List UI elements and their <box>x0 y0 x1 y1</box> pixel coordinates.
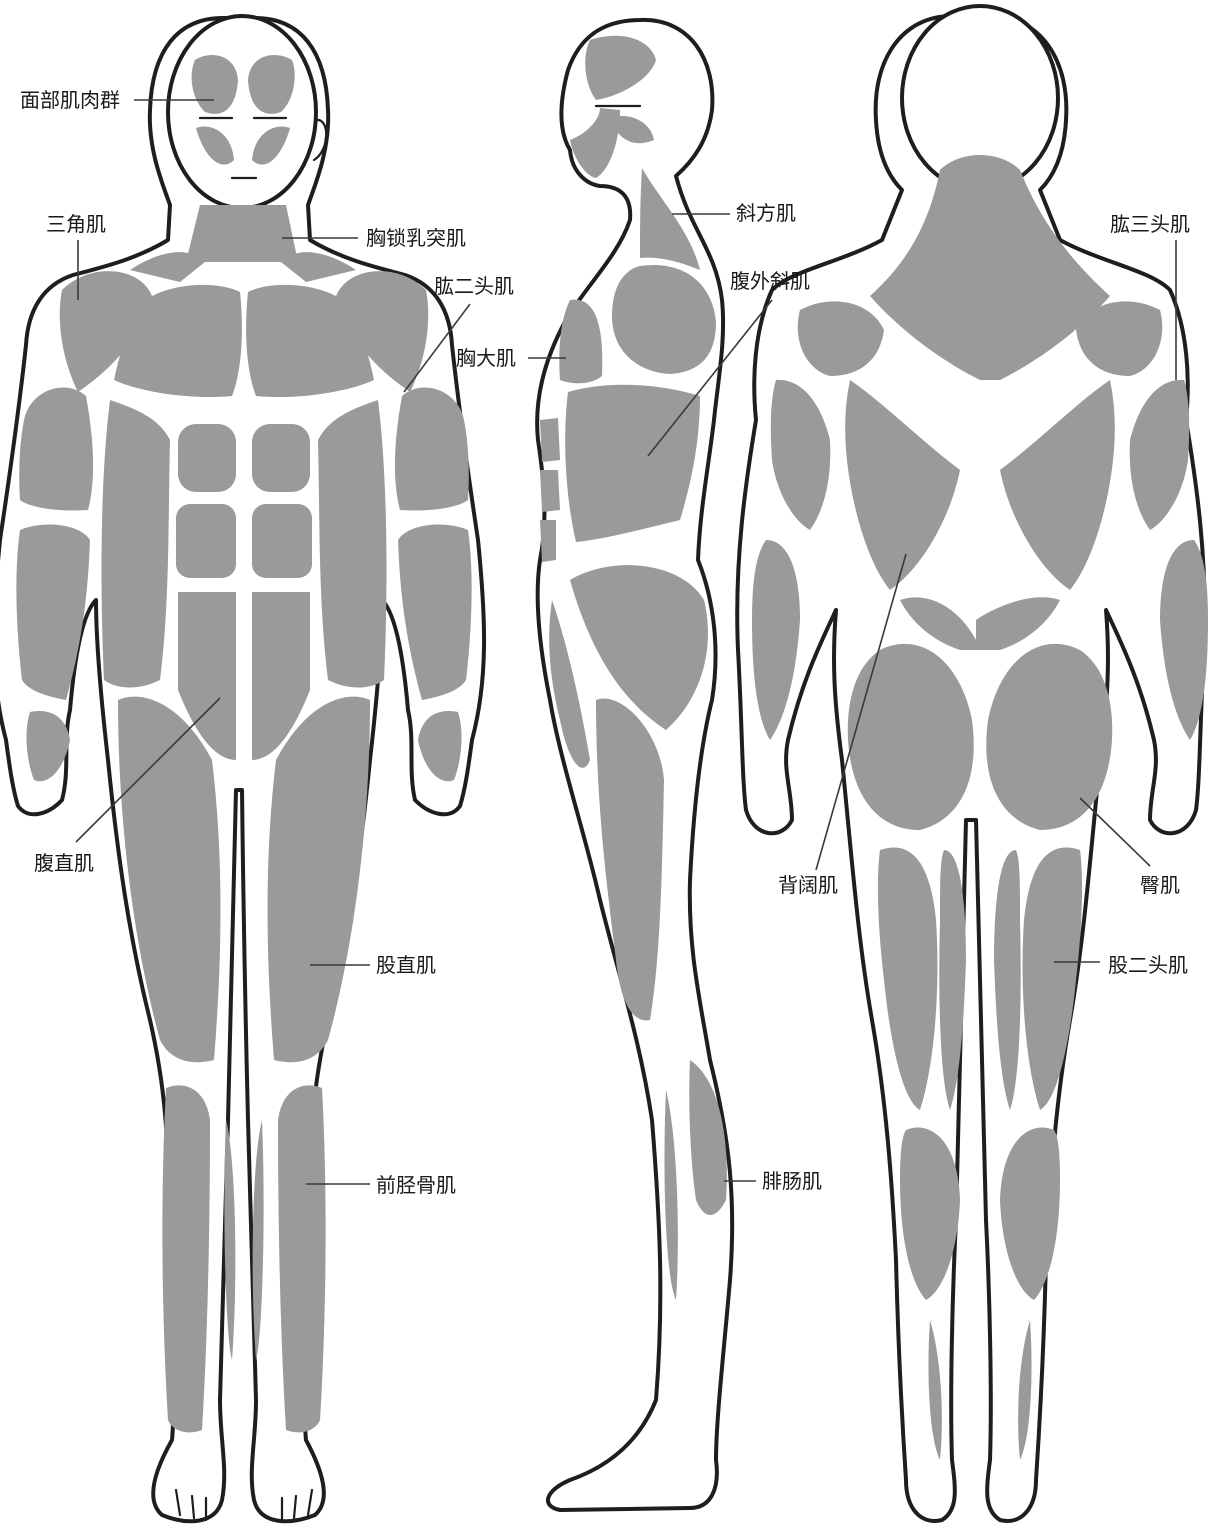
front-neck <box>186 205 298 262</box>
front-upperarm-left <box>19 388 93 511</box>
label-external-oblique: 腹外斜肌 <box>730 269 810 293</box>
front-forearm-left <box>16 525 90 700</box>
label-rectus-femoris: 股直肌 <box>376 953 436 977</box>
front-oblique-right <box>318 400 386 688</box>
side-calf <box>689 1060 727 1215</box>
label-tibialis-anterior: 前胫骨肌 <box>376 1173 456 1197</box>
front-upperarm-right <box>395 388 469 511</box>
label-biceps: 肱二头肌 <box>434 274 514 298</box>
front-thigh-right <box>268 697 371 1063</box>
label-deltoid: 三角肌 <box>46 212 106 236</box>
back-hamstring-left-inner <box>939 850 966 1110</box>
front-head <box>168 16 316 208</box>
label-gluteus: 臀肌 <box>1140 873 1180 897</box>
label-latissimus: 背阔肌 <box>778 873 838 897</box>
front-shin-right <box>278 1085 326 1432</box>
label-pectoralis: 胸大肌 <box>456 346 516 370</box>
label-triceps: 肱三头肌 <box>1110 212 1190 236</box>
front-oblique-left <box>102 400 170 688</box>
back-hamstring-right <box>1023 848 1083 1110</box>
front-thigh-left <box>118 697 221 1063</box>
label-gastrocnemius: 腓肠肌 <box>762 1169 822 1193</box>
label-sternocleidomastoid: 胸锁乳突肌 <box>366 226 466 250</box>
side-thigh <box>596 698 664 1020</box>
label-biceps-femoris: 股二头肌 <box>1108 953 1188 977</box>
front-calf-inner-left <box>224 1120 235 1360</box>
label-facial-muscles: 面部肌肉群 <box>20 88 120 112</box>
side-oblique <box>565 385 700 542</box>
front-shin-left <box>162 1085 210 1432</box>
label-trapezius: 斜方肌 <box>736 201 796 225</box>
side-view <box>537 20 732 1510</box>
label-rectus-abdominis: 腹直肌 <box>34 851 94 875</box>
